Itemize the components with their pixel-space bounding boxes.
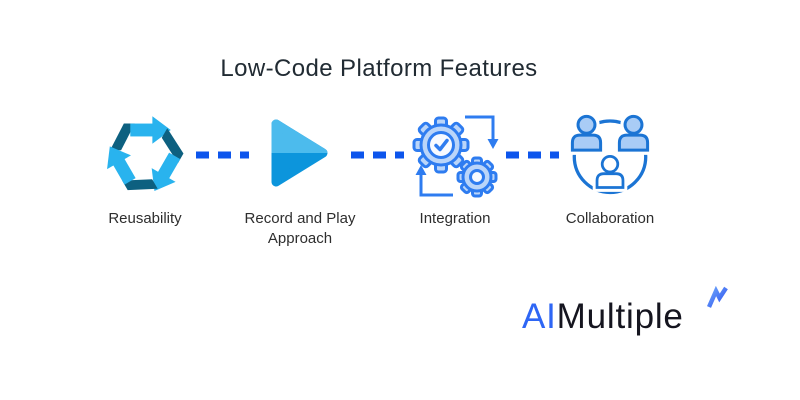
feature-label: Record and Play Approach [244,210,356,248]
dashed-connector [351,107,404,199]
gears-icon [395,107,515,199]
feature-label: Reusability [108,210,182,227]
feature-collaboration: Collaboration [550,107,670,229]
dashed-connector [506,107,559,199]
feature-label: Collaboration [565,210,655,227]
recycle-icon [85,107,205,199]
feature-label: Integration [419,210,491,227]
features-row: Reusability Record and Play Approach [85,107,670,250]
dashed-connector [196,107,249,199]
brand-logo: AIMultiple [522,297,684,337]
play-icon [240,107,360,199]
brand-logo-secondary: Multiple [556,297,684,336]
diagram-title: Low-Code Platform Features [220,55,538,82]
feature-reusability: Reusability [85,107,205,229]
brand-logo-primary: AI [522,297,557,336]
feature-record-play: Record and Play Approach [240,107,360,250]
feature-integration: Integration [395,107,515,229]
pulse-mark-icon [707,286,728,308]
collaboration-icon [550,107,670,199]
